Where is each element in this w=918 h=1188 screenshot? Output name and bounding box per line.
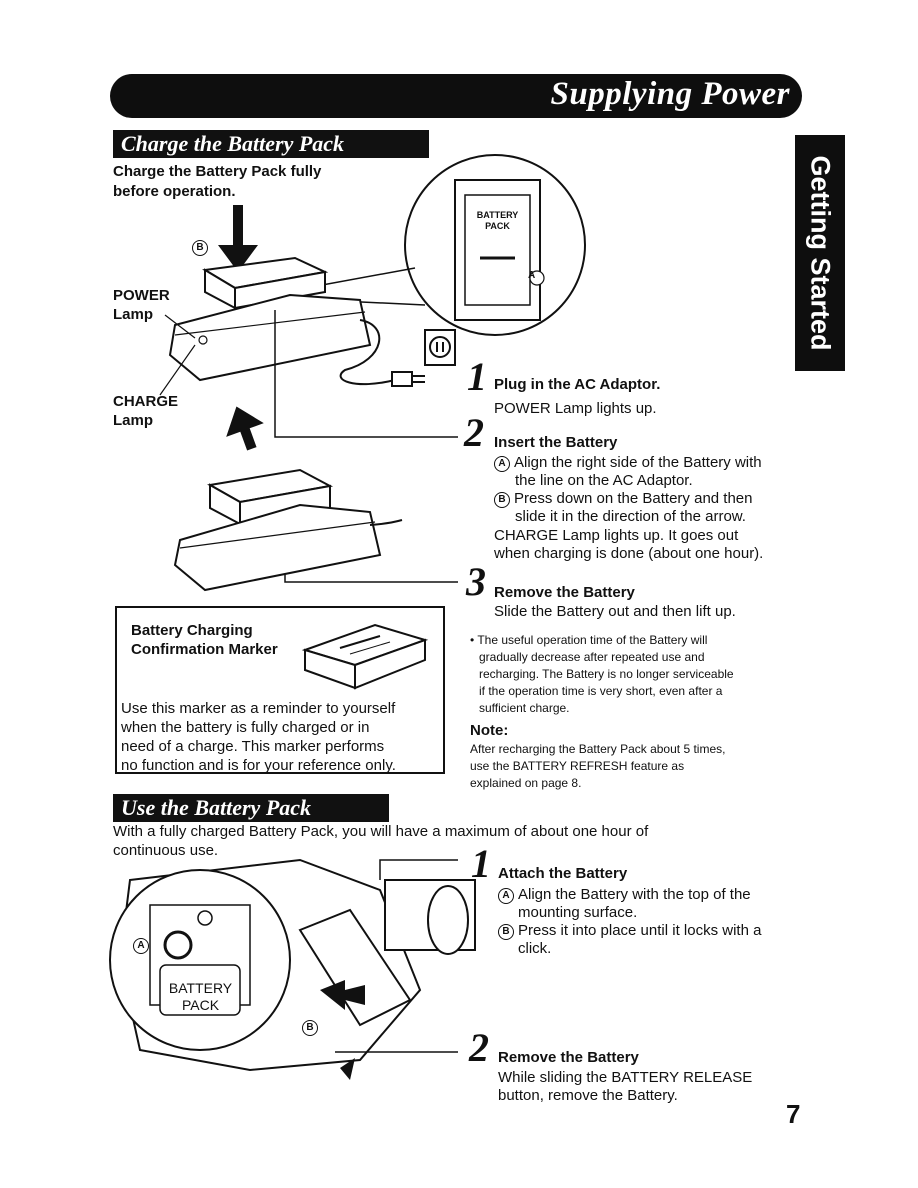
- marker-box: [115, 606, 445, 774]
- charge-step2-c-line2: when charging is done (about one hour).: [494, 545, 764, 562]
- charge-step3-text: Slide the Battery out and then lift up.: [494, 603, 736, 620]
- charge-step1-number: 1: [467, 354, 487, 399]
- charge-lamp-label-line1: CHARGE: [113, 393, 179, 410]
- charge-step2-a-line2: the line on the AC Adaptor.: [515, 472, 693, 489]
- camcorder-illustration: [109, 858, 476, 1080]
- use-step2-number: 2: [469, 1025, 489, 1070]
- use-intro-line2: continuous use.: [113, 842, 219, 859]
- title-bar: Supplying Power: [110, 74, 802, 118]
- charge-step2-b-line2: slide it in the direction of the arrow.: [515, 508, 746, 525]
- note-text: After recharging the Battery Pack about …: [470, 742, 726, 790]
- marker-title-line1: Battery Charging: [131, 622, 253, 639]
- use-step2-line1: While sliding the BATTERY RELEASE: [498, 1069, 753, 1086]
- charge-step1-text: POWER Lamp lights up.: [494, 400, 657, 417]
- charge-step3-number: 3: [466, 559, 486, 604]
- charge-lamp-label-line2: Lamp: [113, 412, 154, 429]
- cam-callout-a: A: [133, 936, 153, 954]
- callout-a-label: A: [528, 270, 536, 281]
- marker-text: Use this marker as a reminder to yoursel…: [121, 700, 396, 774]
- cam-callout-b: B: [302, 1018, 322, 1036]
- inset-battery-pack-label: BATTERY PACK: [476, 210, 519, 231]
- note-title: Note:: [470, 722, 509, 739]
- charge-step2-number: 2: [464, 410, 484, 455]
- charger-illustration: [159, 154, 586, 592]
- charge-step3-title: Remove the Battery: [494, 584, 635, 601]
- marker-battery-illustration: [301, 623, 429, 690]
- power-lamp-label-line1: POWER: [113, 287, 170, 304]
- charge-intro-line2: before operation.: [113, 183, 236, 200]
- side-tab: Getting Started: [795, 135, 845, 371]
- use-step1-number: 1: [471, 841, 491, 886]
- power-lamp-label-line2: Lamp: [113, 306, 154, 323]
- charge-step2-c-line1: CHARGE Lamp lights up. It goes out: [494, 527, 739, 544]
- use-intro-line1: With a fully charged Battery Pack, you w…: [113, 823, 649, 840]
- use-step1-b-line2: click.: [518, 940, 552, 957]
- charge-intro-line1: Charge the Battery Pack fully: [113, 163, 322, 180]
- use-step1-a-line2: mounting surface.: [518, 904, 638, 921]
- marker-title-line2: Confirmation Marker: [131, 641, 278, 658]
- bullet-note: • The useful operation time of the Batte…: [470, 633, 734, 715]
- cam-battery-pack-label: BATTERY PACK: [168, 980, 233, 1013]
- use-step1-title: Attach the Battery: [498, 865, 628, 882]
- use-step2-line2: button, remove the Battery.: [498, 1087, 678, 1104]
- charge-section-heading: Charge the Battery Pack: [113, 130, 429, 158]
- page-title: Supplying Power: [550, 76, 790, 112]
- page-number: 7: [786, 1099, 801, 1129]
- use-section-heading: Use the Battery Pack: [113, 794, 389, 822]
- use-step2-title: Remove the Battery: [498, 1049, 639, 1066]
- charge-step1-title: Plug in the AC Adaptor.: [494, 376, 661, 393]
- callout-b-label: B: [192, 237, 212, 256]
- charge-step2-title: Insert the Battery: [494, 434, 618, 451]
